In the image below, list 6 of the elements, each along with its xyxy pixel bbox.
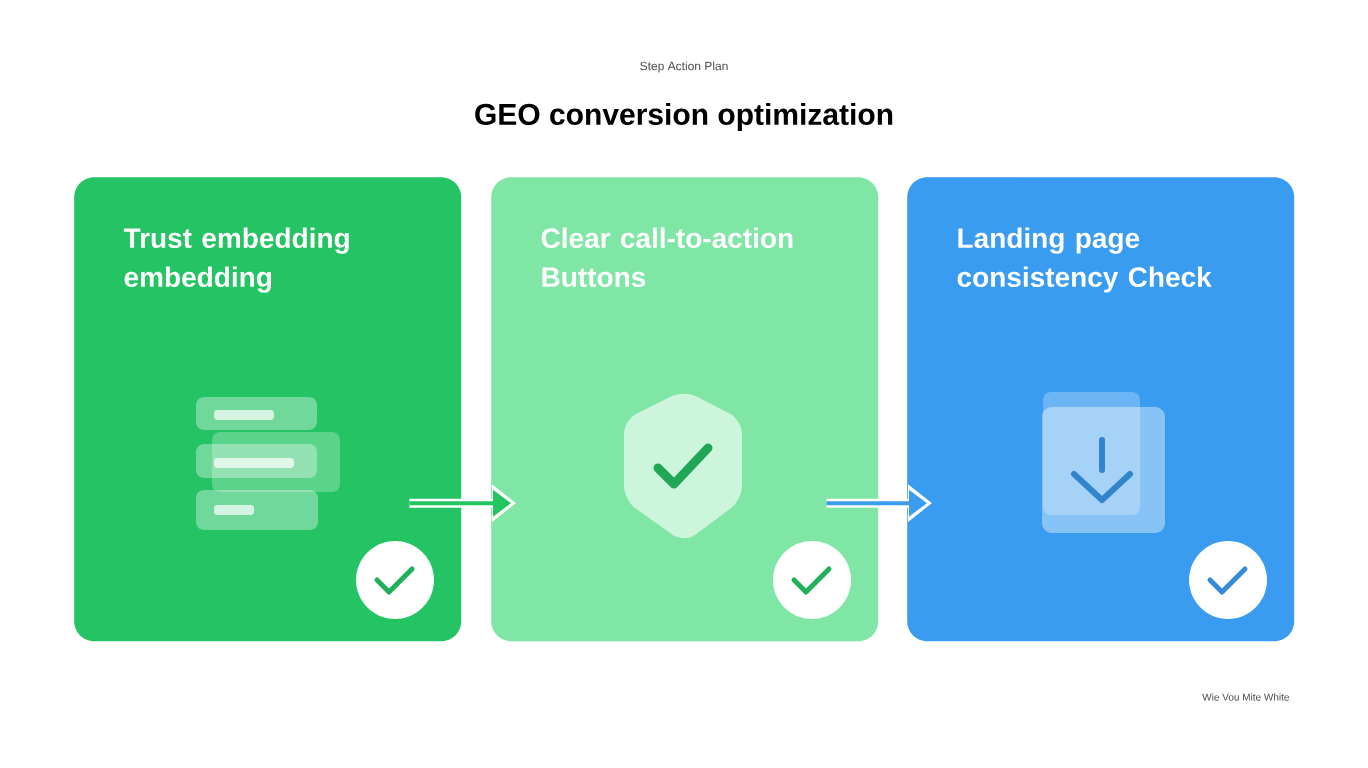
step-card: Trust embedding embedding bbox=[74, 177, 462, 642]
title: GEO conversion optimization bbox=[475, 103, 893, 131]
step-card: Landing page consistency Check bbox=[907, 177, 1295, 642]
subtitle: Step Action Plan bbox=[640, 61, 728, 73]
footer-text: Wie Vou Mite White bbox=[1202, 693, 1289, 701]
step-card: Clear call-to-action Buttons bbox=[491, 177, 879, 642]
